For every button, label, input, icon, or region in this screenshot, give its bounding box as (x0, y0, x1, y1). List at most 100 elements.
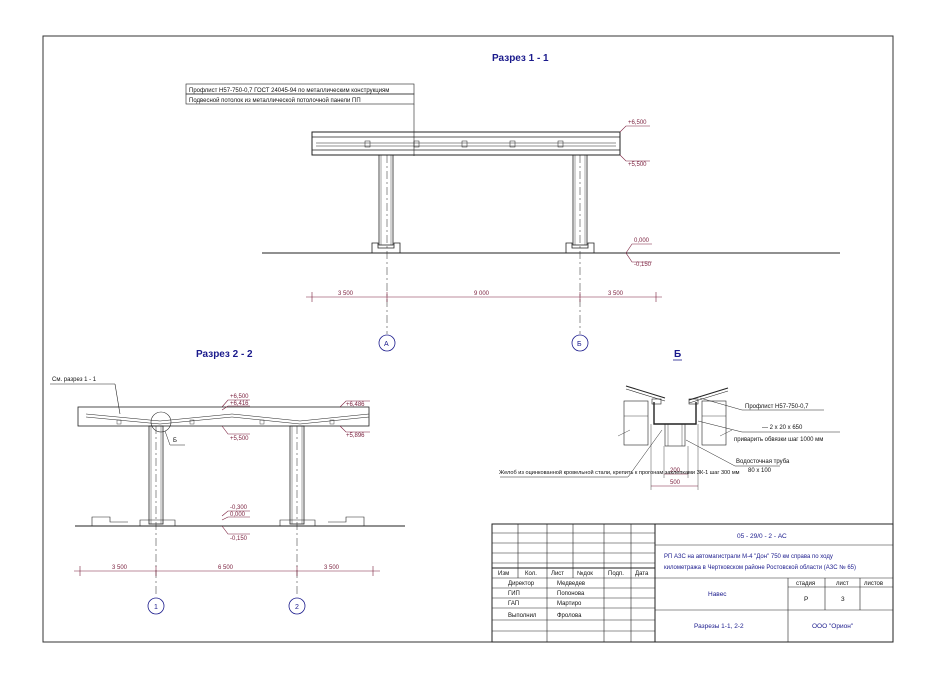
dim-s2-right: 3 500 (324, 565, 340, 571)
detail-title: Б (674, 349, 681, 360)
elev-s2-zero: 0,000 (230, 512, 246, 518)
tb-project-line1: РП АЗС на автомагистрали М-4 "Дон" 750 к… (664, 554, 833, 560)
tb-name-gip: Попонова (557, 591, 585, 597)
tb-stage: Р (804, 596, 808, 603)
tb-role-gip: ГИП (508, 591, 520, 597)
note-leader (114, 383, 121, 415)
tb-header-data: Дата (635, 571, 649, 577)
elev-leader (221, 405, 250, 411)
tb-stage-header: стадия (796, 581, 815, 587)
base-pad-right (328, 516, 365, 526)
tb-header-kol: Кол. (525, 571, 537, 577)
purlin (509, 140, 516, 148)
elev-beam: +5,500 (628, 162, 647, 168)
column-a-base (371, 242, 401, 253)
gutter (653, 402, 697, 425)
purlin (116, 419, 122, 425)
elev-leader (619, 125, 650, 133)
elev-top: +6,500 (628, 120, 647, 126)
tb-header-list: Лист (551, 571, 564, 577)
tb-name-director: Медведев (557, 581, 585, 587)
axis-label-2: 2 (295, 604, 299, 611)
section-2-2: Разрез 2 - 2 См. разрез 1 - 1 Б (50, 349, 405, 615)
detail-dim-500: 500 (670, 480, 681, 486)
leader-gutter (500, 429, 663, 478)
elev-leader (625, 243, 652, 254)
tb-sheet: 3 (841, 596, 845, 603)
tb-drawing-title: Разрезы 1-1, 2-2 (694, 623, 744, 630)
tb-project-line2: километража в Чертковском районе Ростовс… (664, 564, 856, 571)
title-block: Изм Кол. Лист №док Подп. Дата Директор Г… (491, 523, 894, 643)
tb-name-author: Фролова (557, 613, 582, 619)
dim-s2-left: 3 500 (112, 565, 128, 571)
note-ceiling: Подвесной потолок из металлической потол… (189, 97, 361, 104)
tb-role-author: Выполнил (508, 613, 537, 619)
tb-header-izm: Изм (498, 571, 509, 577)
axis-marker-b (571, 334, 589, 352)
elevation-marks-s1 (619, 125, 652, 263)
purlin (461, 140, 468, 148)
base-pad-col2 (279, 519, 316, 526)
elev-leader (625, 252, 652, 263)
elev-s2-base: -0,300 (230, 505, 248, 511)
tb-company: ООО "Орион" (812, 623, 854, 630)
tb-name-gap: Мартиро (557, 601, 582, 607)
elev-s2-right-beam: +5,896 (346, 433, 365, 439)
tb-sheet-header: лист (836, 581, 849, 587)
axis-label-b: Б (577, 341, 582, 348)
elev-leader (339, 425, 370, 433)
note-see-section: См. разрез 1 - 1 (52, 377, 97, 383)
beam-right (701, 400, 727, 446)
elev-zero: 0,000 (634, 238, 650, 244)
tb-code: 05 - 29/0 - 2 - АС (737, 533, 787, 540)
axis-label-1: 1 (154, 604, 158, 611)
canopy-beam (311, 131, 621, 156)
purlin (364, 140, 371, 148)
roof-sheet-right (688, 387, 729, 401)
elev-s2-right: +6,486 (346, 402, 365, 408)
dim-s1-mid: 9 000 (474, 291, 490, 297)
elev-ground: -0,150 (634, 262, 652, 268)
detail-pipe: Водосточная труба (736, 459, 790, 465)
elev-leader (221, 425, 250, 435)
detail-b: Б 200 500 Профлист Н57-750-0,7 (499, 349, 840, 490)
tb-object: Навес (708, 591, 727, 598)
base-pad-col1 (139, 519, 176, 526)
node-label: Б (173, 438, 177, 444)
column-a (378, 154, 394, 246)
break-line (617, 429, 631, 437)
dim-s1-left: 3 500 (338, 291, 354, 297)
roof-sheet-left (625, 385, 666, 399)
tb-role-director: Директор (508, 581, 535, 587)
elev-s2-top: +6,500 (230, 394, 249, 400)
purlin (413, 140, 420, 148)
tb-sheets-header: листов (864, 581, 883, 587)
leader-bolts (697, 420, 840, 433)
section-1-1-title: Разрез 1 - 1 (492, 53, 549, 64)
tb-header-podp: Подп. (608, 571, 624, 577)
elevation-marks-s2 (221, 399, 370, 535)
dim-s2-mid: 6 500 (218, 565, 234, 571)
axis-marker-1 (147, 597, 165, 615)
downpipe (664, 423, 686, 447)
elev-leader (221, 399, 250, 408)
base-pad-left (91, 516, 128, 526)
purlin (329, 419, 335, 425)
tb-role-gap: ГАП (508, 601, 519, 607)
dim-s1-right: 3 500 (608, 291, 624, 297)
axis-label-a: А (384, 341, 389, 348)
elev-s2-ground: -0,150 (230, 536, 248, 542)
gutter-clip (651, 398, 662, 405)
elev-s2-beam: +5,500 (230, 436, 249, 442)
elev-leader (339, 400, 370, 408)
detail-gutter-note: Желоб из оцинкованной кровельной стали, … (499, 469, 740, 476)
elev-leader (221, 516, 250, 521)
note-box-ceiling (185, 93, 415, 105)
elev-leader (221, 510, 250, 517)
gutter-note-text: Желоб из оцинкованной кровельной стали, … (499, 469, 740, 476)
detail-profile-note: Профлист Н57-750-0,7 (745, 404, 809, 410)
axis-marker-2 (288, 597, 306, 615)
axis-marker-a (378, 334, 396, 352)
roof-sheet-right (688, 390, 729, 404)
note-profile: Профлист Н57-750-0,7 ГОСТ 24045-94 по ме… (189, 88, 389, 94)
